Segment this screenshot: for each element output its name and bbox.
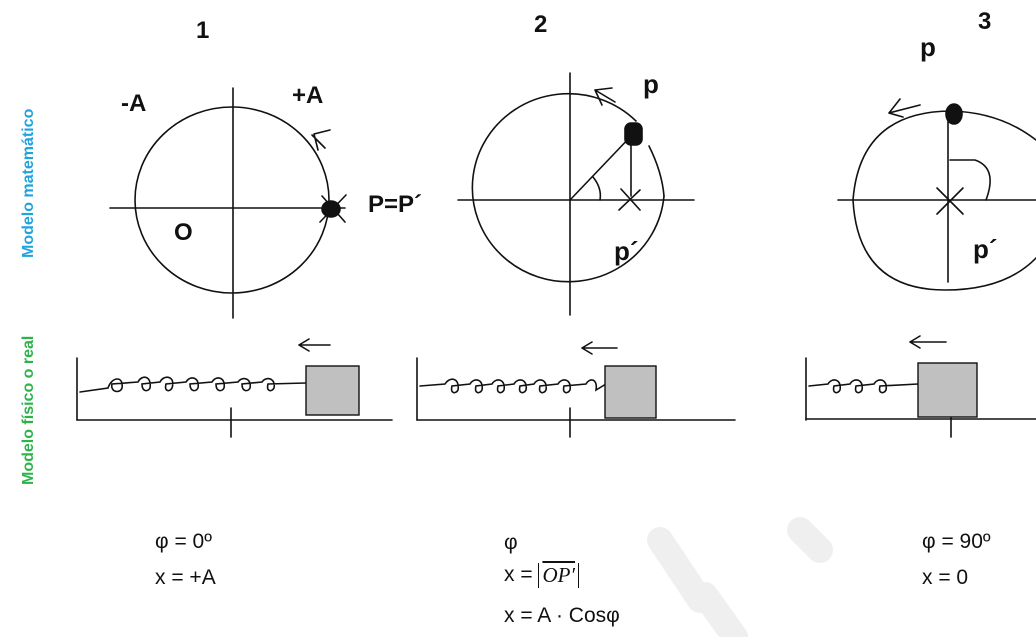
- panel-2-number: 2: [534, 11, 547, 38]
- panel-2-phi: φ: [504, 531, 518, 554]
- panel-1-label-o: O: [174, 219, 193, 246]
- panel-1-label-point: P=P´: [368, 191, 422, 218]
- panel-1-x: x = +A: [155, 566, 216, 589]
- panel-3-x: x = 0: [922, 566, 969, 589]
- panel-2-circle: [457, 72, 695, 316]
- panel-2-spring: [419, 378, 607, 394]
- panel-3-mass-block: [917, 362, 978, 418]
- panel-2-segment-op: OP′: [542, 563, 576, 587]
- panel-3-label-p: p: [920, 32, 936, 62]
- panel-1-rotation-arrow: [311, 129, 331, 151]
- panel-2-mass-block: [604, 365, 657, 419]
- panel-1-label-minus-a: -A: [121, 90, 146, 117]
- panel-2-arc-main: [471, 92, 665, 283]
- panel-1-phi: φ = 0º: [155, 530, 212, 553]
- panel-1-circle: [109, 87, 347, 319]
- panel-2-x-op: x = OP′: [504, 563, 580, 588]
- panel-3-angle-arc: [949, 159, 991, 201]
- side-label-mathematical-model: Modelo matemático: [20, 108, 37, 258]
- panel-3-label-p-prime: p´: [973, 234, 998, 264]
- panel-2-arc-stub: [648, 145, 665, 197]
- panel-1-mass-block: [305, 365, 360, 416]
- panel-2-label-p-prime: p´: [614, 236, 639, 266]
- panel-3-number: 3: [978, 8, 991, 35]
- panel-2-label-p: p: [643, 69, 659, 99]
- panel-2-rotation-arrow: [594, 87, 616, 106]
- panel-3-spring: [808, 379, 919, 394]
- side-label-physical-model: Modelo físico o real: [20, 335, 37, 485]
- panel-2-arrow-left: [581, 341, 618, 355]
- panel-1-label-plus-a: +A: [292, 82, 323, 109]
- panel-1-arrow-left: [298, 338, 331, 352]
- panel-2-point-p: [624, 122, 643, 146]
- panel-2-x-cos: x = A · Cosφ: [504, 604, 620, 627]
- watermark-strokes: [647, 517, 833, 637]
- panel-1-number: 1: [196, 17, 209, 44]
- panel-3-phi: φ = 90º: [922, 530, 991, 553]
- panel-3-arrow-left: [909, 335, 947, 349]
- panel-3-point-p: [945, 103, 963, 125]
- panel-2-angle-arc: [592, 176, 602, 201]
- panel-2-abs-bars: OP′: [538, 563, 580, 588]
- panel-2-x-prefix: x =: [504, 563, 539, 587]
- panel-3-circle: [837, 98, 1036, 291]
- panel-3-rotation-arrow: [888, 98, 921, 118]
- panel-1-spring-mass: [76, 338, 393, 438]
- panel-1-spring: [79, 376, 307, 393]
- panel-2-spring-mass: [416, 341, 736, 438]
- panel-1-point-p: [321, 200, 341, 218]
- panel-2-radius: [569, 133, 634, 201]
